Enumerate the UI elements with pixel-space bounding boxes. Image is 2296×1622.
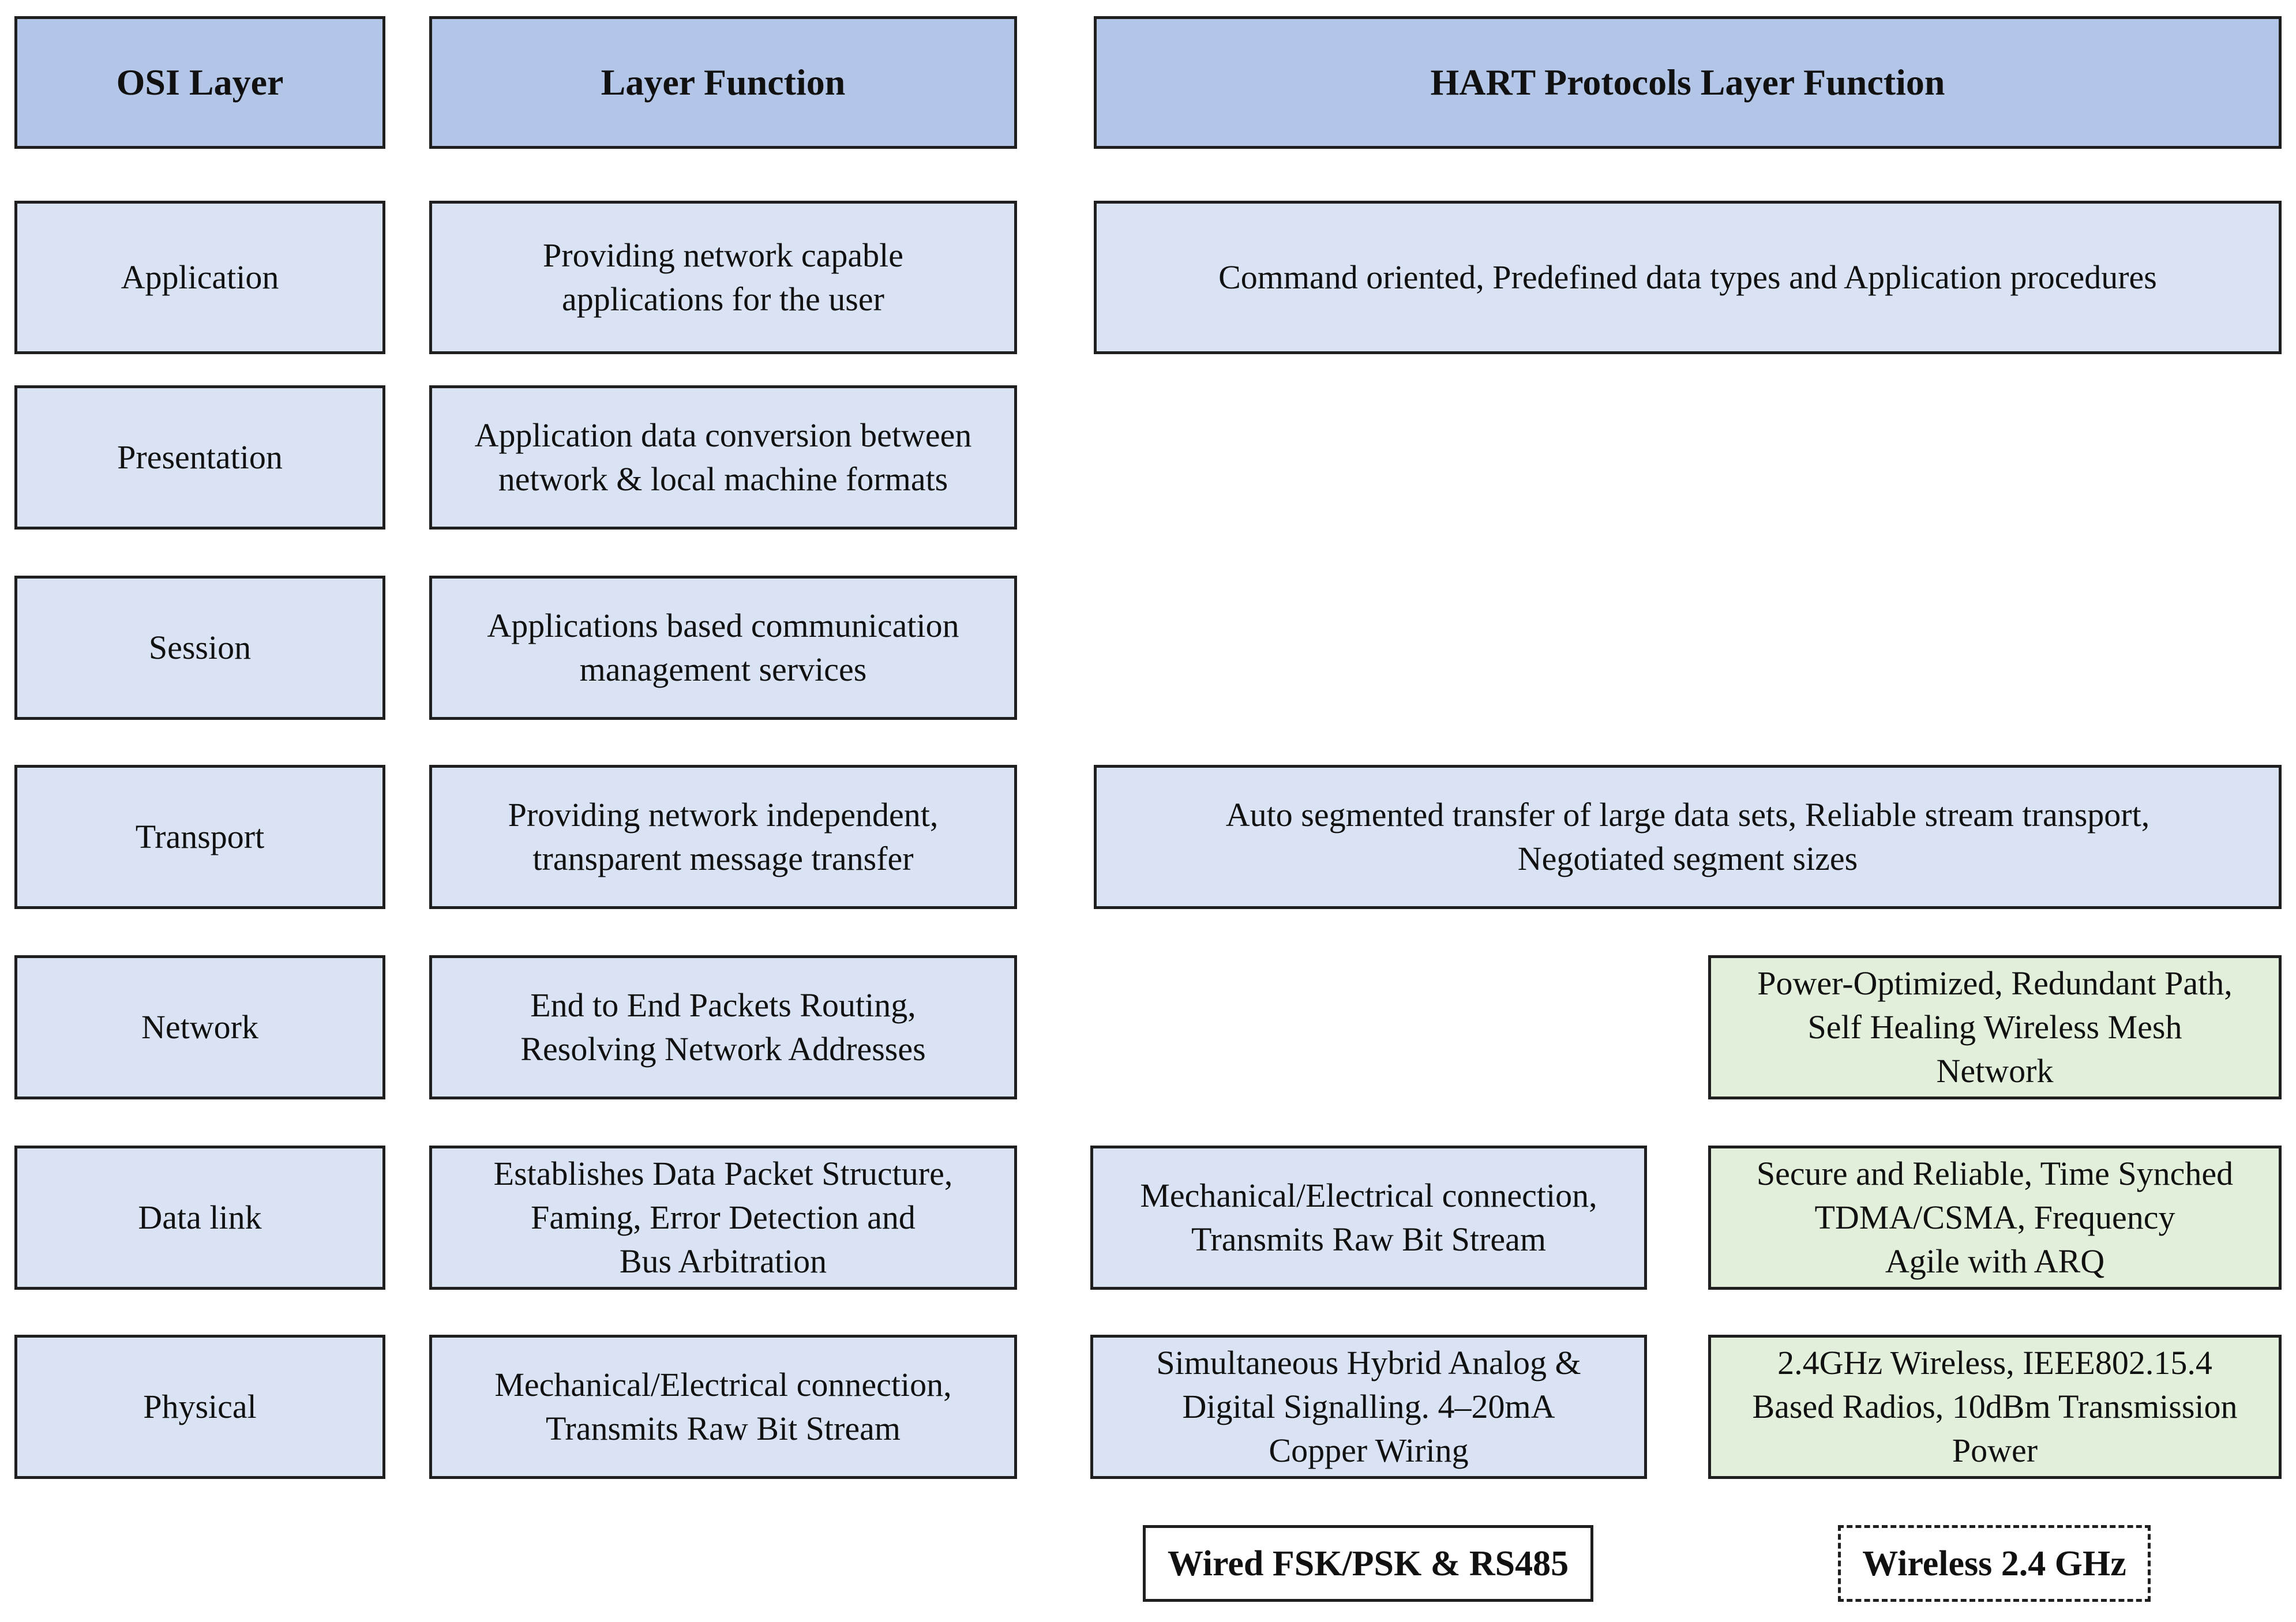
layer-function-text: End to End Packets Routing, Resolving Ne… — [520, 986, 926, 1068]
osi-layer-physical: Physical — [14, 1335, 385, 1479]
osi-layer-data-link: Data link — [14, 1146, 385, 1290]
layer-name: Data link — [138, 1199, 262, 1236]
layer-function-application: Providing network capable applications f… — [429, 201, 1017, 354]
hart-physical-wireless: 2.4GHz Wireless, IEEE802.15.4 Based Radi… — [1708, 1335, 2282, 1479]
layer-function-network: End to End Packets Routing, Resolving Ne… — [429, 955, 1017, 1099]
layer-function-header-label: Layer Function — [601, 62, 846, 103]
hart-application: Command oriented, Predefined data types … — [1094, 201, 2282, 354]
hart-transport-text: Auto segmented transfer of large data se… — [1225, 796, 2150, 877]
layer-name: Application — [121, 258, 279, 296]
hart-data-link-wired: Mechanical/Electrical connection, Transm… — [1090, 1146, 1647, 1290]
hart-data-link-wireless: Secure and Reliable, Time Synched TDMA/C… — [1708, 1146, 2282, 1290]
layer-function-text: Mechanical/Electrical connection, Transm… — [494, 1366, 952, 1447]
layer-function-text: Providing network independent, transpare… — [508, 796, 939, 877]
layer-function-physical: Mechanical/Electrical connection, Transm… — [429, 1335, 1017, 1479]
hart-physical-wired-text: Simultaneous Hybrid Analog & Digital Sig… — [1156, 1344, 1581, 1469]
hart-function-header-label: HART Protocols Layer Function — [1430, 62, 1945, 103]
hart-physical-wireless-text: 2.4GHz Wireless, IEEE802.15.4 Based Radi… — [1752, 1344, 2238, 1469]
hart-transport: Auto segmented transfer of large data se… — [1094, 765, 2282, 909]
hart-function-header: HART Protocols Layer Function — [1094, 16, 2282, 149]
layer-function-text: Applications based communication managem… — [487, 607, 959, 688]
hart-network-wireless: Power-Optimized, Redundant Path, Self He… — [1708, 955, 2282, 1099]
layer-function-text: Application data conversion between netw… — [474, 416, 972, 498]
osi-layer-header: OSI Layer — [14, 16, 385, 149]
hart-data-link-wireless-text: Secure and Reliable, Time Synched TDMA/C… — [1756, 1155, 2234, 1280]
osi-layer-presentation: Presentation — [14, 385, 385, 530]
hart-application-text: Command oriented, Predefined data types … — [1218, 258, 2157, 296]
layer-function-presentation: Application data conversion between netw… — [429, 385, 1017, 530]
layer-name: Presentation — [117, 438, 283, 476]
layer-name: Physical — [143, 1388, 257, 1425]
layer-function-session: Applications based communication managem… — [429, 576, 1017, 720]
wired-legend-text: Wired FSK/PSK & RS485 — [1167, 1544, 1569, 1583]
layer-function-text: Providing network capable applications f… — [543, 236, 903, 318]
osi-layer-application: Application — [14, 201, 385, 354]
layer-name: Session — [148, 629, 252, 666]
osi-layer-session: Session — [14, 576, 385, 720]
hart-physical-wired: Simultaneous Hybrid Analog & Digital Sig… — [1090, 1335, 1647, 1479]
layer-name: Network — [141, 1008, 258, 1046]
layer-function-data-link: Establishes Data Packet Structure, Famin… — [429, 1146, 1017, 1290]
hart-network-wireless-text: Power-Optimized, Redundant Path, Self He… — [1757, 964, 2233, 1090]
layer-function-text: Establishes Data Packet Structure, Famin… — [493, 1155, 953, 1280]
wireless-legend-label: Wireless 2.4 GHz — [1838, 1525, 2151, 1602]
osi-layer-header-label: OSI Layer — [116, 62, 284, 103]
wireless-legend-text: Wireless 2.4 GHz — [1862, 1544, 2126, 1583]
layer-function-header: Layer Function — [429, 16, 1017, 149]
osi-layer-network: Network — [14, 955, 385, 1099]
layer-name: Transport — [135, 818, 265, 855]
wired-legend-label: Wired FSK/PSK & RS485 — [1143, 1525, 1593, 1602]
hart-data-link-wired-text: Mechanical/Electrical connection, Transm… — [1140, 1177, 1597, 1258]
osi-layer-transport: Transport — [14, 765, 385, 909]
layer-function-transport: Providing network independent, transpare… — [429, 765, 1017, 909]
